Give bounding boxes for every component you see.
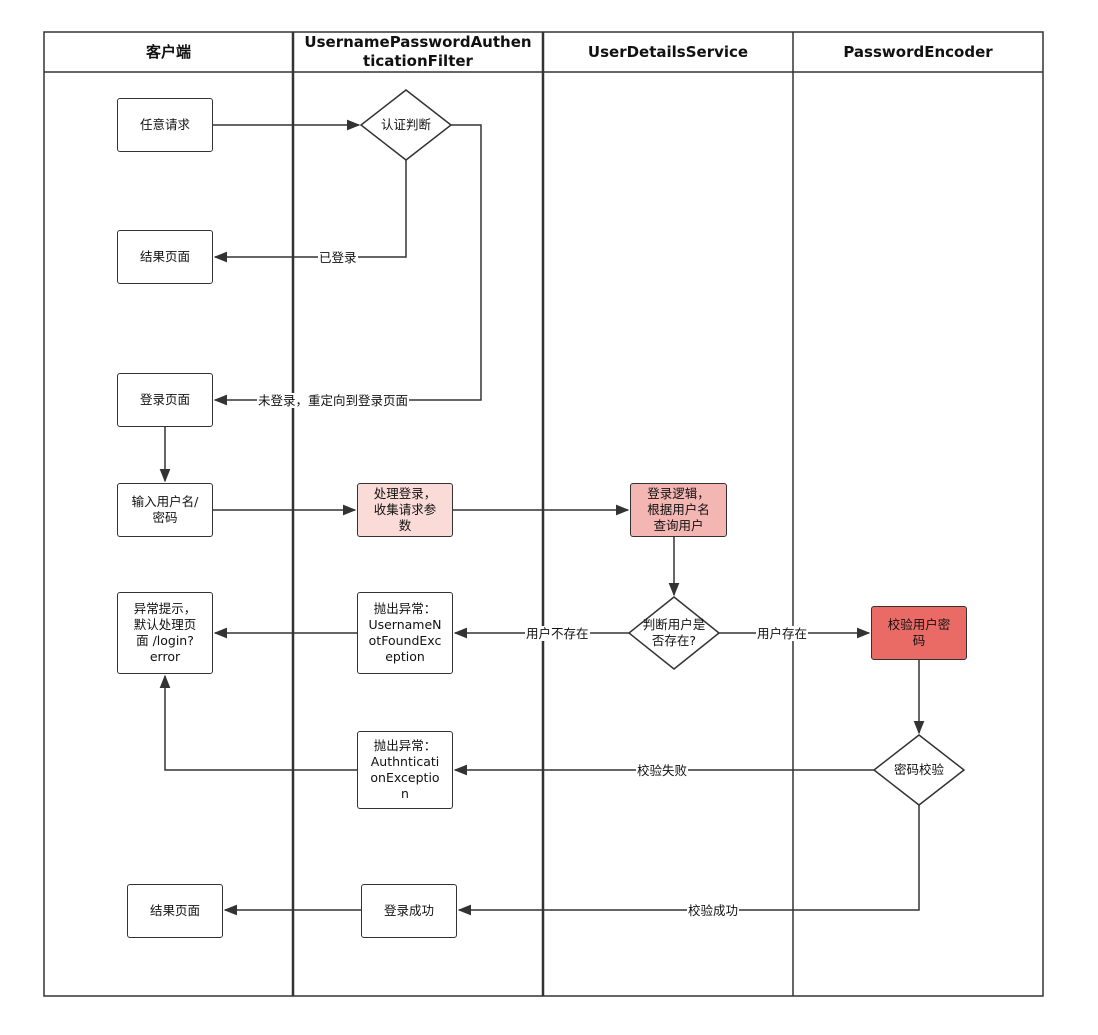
node-throw-user-not-found: 抛出异常： UsernameN otFoundExc eption [357,592,453,674]
node-input-credentials: 输入用户名/ 密码 [117,483,213,537]
edge-auth-exc-to-error [159,674,357,771]
lane-header-auth-filter: UsernamePasswordAuthenticationFilter [304,33,532,70]
edge-verify-success [457,805,920,916]
edge-auth-logged-in [213,160,407,263]
lane-header-client: 客户端 [145,42,191,61]
node-verify-password: 校验用户密 码 [871,606,967,660]
node-result-page-1: 结果页面 [117,230,213,284]
node-login-page: 登录页面 [117,373,213,427]
node-login-logic: 登录逻辑， 根据用户名 查询用户 [630,483,727,537]
node-password-check-label: 密码校验 [893,762,944,777]
user-exists-diamond [627,596,721,670]
node-user-exists-check-label: 判断用户是 否存在? [642,617,706,648]
edge-label-user-not-exist: 用户不存在 [525,626,590,641]
node-error-prompt: 异常提示， 默认处理页 面 /login? error [117,592,213,674]
node-process-login: 处理登录， 收集请求参 数 [357,483,453,537]
edge-label-user-exists: 用户存在 [756,626,809,641]
lane-header-user-details-service: UserDetailsService [587,42,749,61]
lane-header-password-encoder: PasswordEncoder [843,42,993,61]
edge-label-not-logged-in: 未登录，重定向到登录页面 [257,393,410,408]
node-result-page-2: 结果页面 [127,884,223,938]
edge-label-logged-in: 已登录 [318,250,358,265]
edge-label-verify-success: 校验成功 [687,903,740,918]
node-throw-auth-exception: 抛出异常： Authnticati onExceptio n [357,731,453,809]
node-auth-check-label: 认证判断 [380,117,431,132]
node-login-success: 登录成功 [361,884,457,938]
edge-label-verify-failed: 校验失败 [636,763,689,778]
node-any-request: 任意请求 [117,98,213,152]
